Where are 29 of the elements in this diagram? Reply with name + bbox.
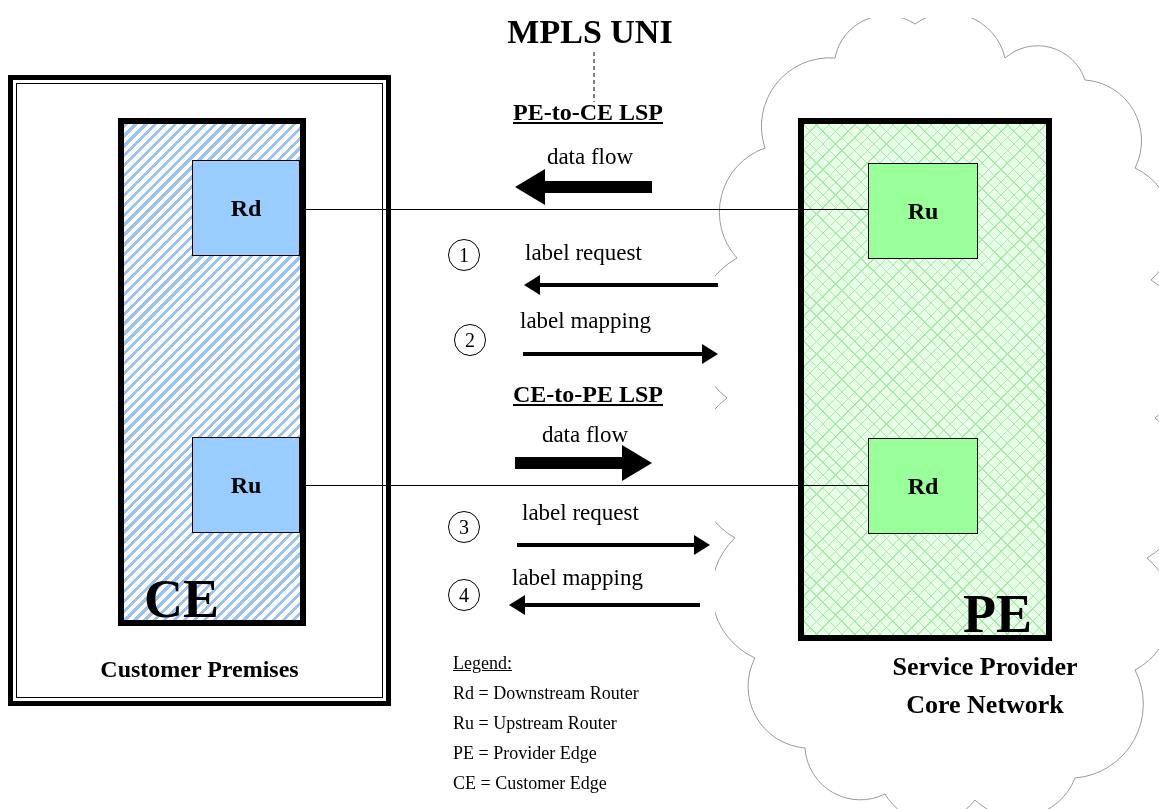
edge-device-box — [798, 118, 1052, 641]
lsp-heading: PE-to-CE LSP — [512, 98, 664, 127]
message-label: label request — [522, 499, 639, 527]
legend-entry: Ru = Upstream Router — [453, 712, 617, 735]
flow-label: data flow — [540, 421, 630, 449]
router-box — [868, 163, 978, 259]
router-label: Ru — [907, 197, 939, 226]
message-label: label request — [525, 239, 642, 267]
router-label: Rd — [230, 194, 262, 223]
network-caption: Service Provider Core Network — [891, 651, 1079, 721]
legend-entry: PE = Provider Edge — [453, 742, 597, 765]
site-caption: Customer Premises — [99, 655, 300, 684]
legend-entry: Rd = Downstream Router — [453, 682, 639, 705]
diagram-title: MPLS UNI — [506, 12, 674, 52]
legend-heading: Legend: — [453, 652, 512, 675]
legend-entry: CE = Customer Edge — [453, 772, 607, 795]
site-frame — [8, 75, 391, 706]
box-caption: PE — [963, 587, 1032, 641]
router-box — [192, 437, 300, 533]
message-label: label mapping — [512, 564, 643, 592]
message-label: label mapping — [520, 307, 651, 335]
lsp-heading: CE-to-PE LSP — [512, 380, 664, 409]
router-box — [192, 160, 300, 256]
router-box — [868, 438, 978, 534]
router-label: Ru — [230, 471, 262, 500]
edge-device-box — [118, 118, 306, 626]
flow-label: data flow — [545, 143, 635, 171]
router-label: Rd — [907, 472, 939, 501]
box-caption: CE — [144, 572, 219, 626]
